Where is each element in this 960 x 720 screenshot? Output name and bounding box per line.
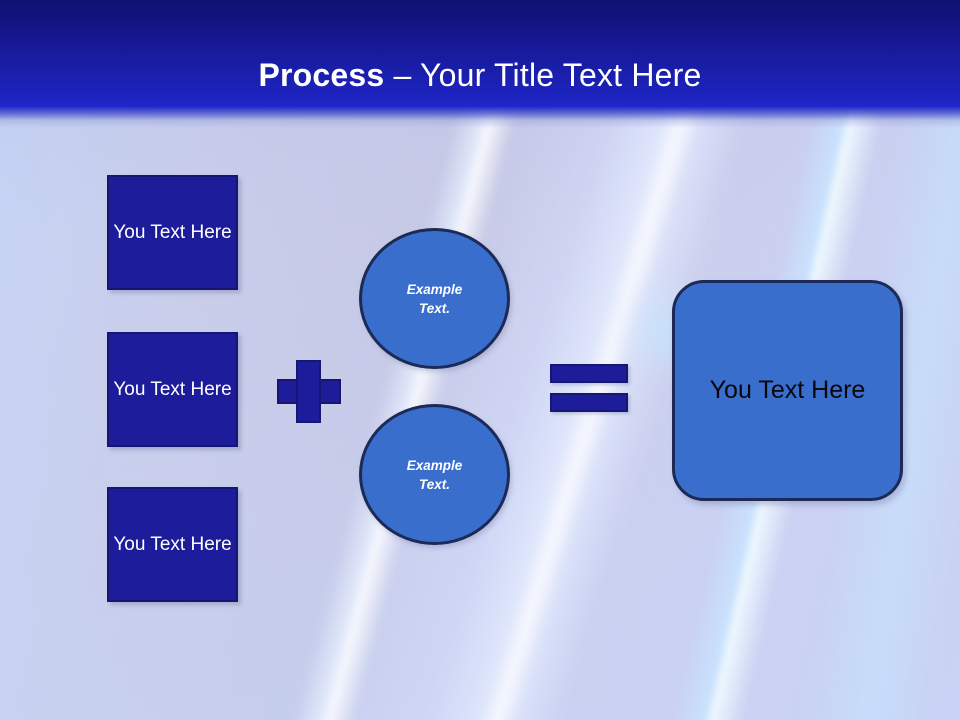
equals-top-bar [550, 364, 628, 383]
plus-center-fill [298, 381, 319, 402]
equals-bottom-bar [550, 393, 628, 412]
example-circle-1-line2: Text. [418, 300, 450, 316]
page-title: Process – Your Title Text Here [0, 55, 960, 95]
example-circle-1[interactable]: Example Text. [359, 228, 510, 369]
input-box-1-label: You Text Here [113, 222, 232, 243]
equals-operator-icon [550, 364, 628, 412]
example-circle-2-line1: Example [406, 457, 463, 473]
page-title-bold: Process [258, 57, 385, 93]
example-circle-2-line2: Text. [418, 476, 450, 492]
input-box-2[interactable]: You Text Here [107, 332, 238, 447]
slide-header-banner [0, 0, 960, 128]
example-circle-1-line1: Example [406, 281, 463, 297]
result-box-label: You Text Here [709, 376, 866, 404]
input-box-3[interactable]: You Text Here [107, 487, 238, 602]
page-title-rest: – Your Title Text Here [384, 57, 702, 93]
example-circle-2[interactable]: Example Text. [359, 404, 510, 545]
result-box[interactable]: You Text Here [672, 280, 903, 501]
plus-operator-icon [277, 360, 341, 423]
input-box-2-label: You Text Here [113, 379, 232, 400]
input-box-3-label: You Text Here [113, 534, 232, 555]
input-box-1[interactable]: You Text Here [107, 175, 238, 290]
